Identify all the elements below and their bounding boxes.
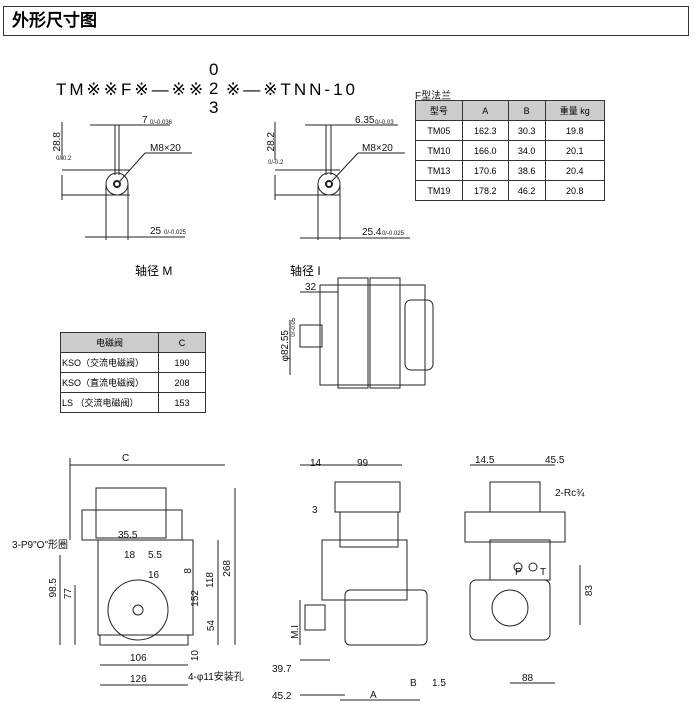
dim-1-5: 1.5	[432, 678, 446, 689]
dim-45-2: 45.2	[272, 691, 292, 702]
col-header: A	[461, 100, 509, 121]
dim-88: 88	[522, 673, 534, 684]
cell: 38.6	[507, 160, 546, 181]
cell: 19.8	[544, 120, 606, 141]
col-header: 型号	[415, 100, 463, 121]
dim-126: 126	[130, 674, 147, 685]
dim-5-5: 5.5	[148, 550, 162, 561]
shaft-m-key-tol: 0/-0.036	[150, 120, 173, 126]
flange-table-caption: F型法兰	[415, 91, 452, 102]
dim-152: 152	[190, 590, 201, 607]
dim-32: 32	[305, 282, 317, 293]
cell: 178.2	[461, 180, 509, 201]
dim-c: C	[122, 453, 130, 464]
shaft-i-label: 轴径 I	[290, 264, 321, 278]
col-header: B	[507, 100, 546, 121]
shaft-i-thread: M8×20	[362, 143, 393, 154]
dim-118: 118	[205, 572, 216, 588]
dim-98-5: 98.5	[48, 578, 59, 598]
dim-pilot-tol: 0/-0.05	[291, 318, 297, 337]
dim-14: 14	[310, 458, 322, 469]
dim-8: 8	[183, 568, 194, 574]
cell: TM10	[415, 140, 463, 161]
model-code-suffix: ※—※TNN-10	[226, 80, 358, 99]
table-row: LS （交流电磁阀）153	[60, 392, 206, 413]
dim-54: 54	[206, 620, 217, 632]
cell: TM05	[415, 120, 463, 141]
dim-83: 83	[584, 585, 595, 597]
cell: 20.4	[544, 160, 606, 181]
shaft-m-key-dim: 7	[142, 115, 148, 126]
port-t-label: T	[540, 567, 547, 578]
dim-b: B	[410, 678, 417, 689]
model-code-option: 2	[209, 79, 219, 98]
table-row: KSO（直流电磁阀）208	[60, 372, 206, 393]
dim-99: 99	[357, 458, 369, 469]
shaft-m-dia-dim: 25	[150, 226, 162, 237]
shaft-i-key-tol: 0/-0.03	[375, 120, 394, 126]
cell: KSO（直流电磁阀）	[60, 372, 159, 393]
dim-a: A	[370, 690, 377, 701]
dim-35-5: 35.5	[118, 530, 138, 541]
dim-39-7: 39.7	[272, 664, 292, 675]
dim-10: 10	[190, 650, 201, 662]
mounting-holes-note: 4-φ11安装孔	[188, 672, 244, 683]
shaft-m-height-dim: 28.8	[52, 132, 63, 152]
page-title: 外形尺寸图	[3, 6, 689, 36]
col-header: 电磁阀	[60, 332, 159, 353]
oring-note: 3-P9"O"形圈	[12, 540, 69, 551]
shaft-i-height-tol: 0/-0.2	[268, 160, 284, 166]
shaft-i-dia-tol: 0/-0.025	[382, 231, 405, 237]
shaft-i-key-dim: 6.35	[355, 115, 375, 126]
cell: 208	[158, 372, 206, 393]
shaft-m-height-tol: 0/-0.2	[56, 156, 72, 162]
cell: 30.3	[507, 120, 546, 141]
dim-pilot-dia: φ82.55	[280, 330, 291, 362]
cell: 162.3	[461, 120, 509, 141]
shaft-m-label: 轴径 M	[135, 264, 173, 278]
shaft-i-dia-dim: 25.4	[362, 227, 382, 238]
cell: 20.8	[544, 180, 606, 201]
model-code-option: 0	[209, 60, 219, 79]
cell: LS （交流电磁阀）	[60, 392, 159, 413]
dim-106: 106	[130, 653, 147, 664]
cell: KSO（交流电磁阀）	[60, 352, 159, 373]
dim-18: 18	[124, 550, 136, 561]
col-header: C	[158, 332, 206, 353]
dim-16: 16	[148, 570, 160, 581]
cell: 190	[158, 352, 206, 373]
cell: 166.0	[461, 140, 509, 161]
dim-14-5: 14.5	[475, 455, 495, 466]
shaft-type-dim: M.I	[290, 625, 301, 639]
cell: TM19	[415, 180, 463, 201]
cell: 46.2	[507, 180, 546, 201]
port-note: 2-Rc¾	[555, 488, 585, 499]
cell: 34.0	[507, 140, 546, 161]
dim-45-5: 45.5	[545, 455, 565, 466]
port-p-label: P	[515, 567, 522, 578]
model-code-prefix: TM※※F※—※※	[56, 80, 207, 99]
dim-77: 77	[63, 588, 74, 600]
cell: 170.6	[461, 160, 509, 181]
shaft-m-dia-tol: 0/-0.025	[164, 230, 187, 236]
dim-268: 268	[222, 560, 233, 577]
cell: TM13	[415, 160, 463, 181]
dim-3: 3	[312, 505, 318, 516]
model-code-stack: 0 2 3	[209, 60, 218, 117]
col-header: 重量 kg	[544, 100, 606, 121]
shaft-i-height-dim: 28.2	[266, 132, 277, 152]
model-code-option: 3	[209, 98, 219, 117]
shaft-m-thread: M8×20	[150, 143, 181, 154]
cell: 20.1	[544, 140, 606, 161]
table-row: KSO（交流电磁阀）190	[60, 352, 206, 373]
cell: 153	[158, 392, 206, 413]
